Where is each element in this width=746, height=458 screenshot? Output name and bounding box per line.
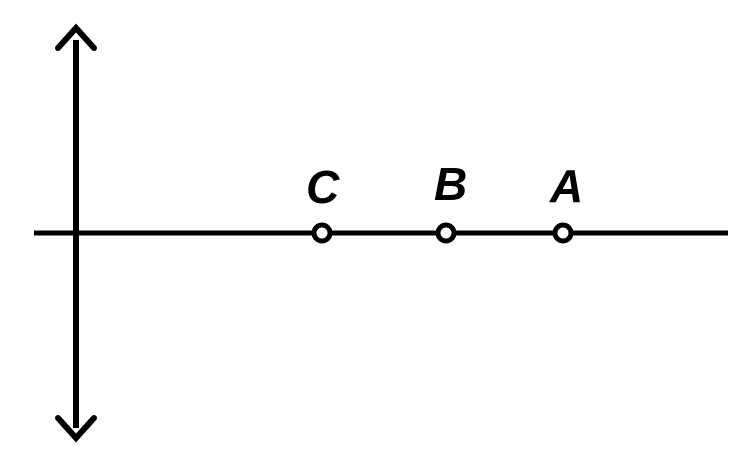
point-b-label: B — [434, 158, 467, 210]
vertical-axis-bottom-arrowhead — [55, 415, 97, 443]
point-a-label: A — [549, 160, 583, 212]
point-a: A — [549, 160, 583, 244]
point-c: C — [306, 161, 340, 244]
point-b-marker — [435, 222, 457, 244]
point-a-marker — [552, 222, 574, 244]
vertical-axis-top-arrowhead — [55, 23, 97, 51]
point-c-marker — [311, 222, 333, 244]
point-b: B — [434, 158, 467, 244]
point-c-label: C — [306, 161, 340, 213]
